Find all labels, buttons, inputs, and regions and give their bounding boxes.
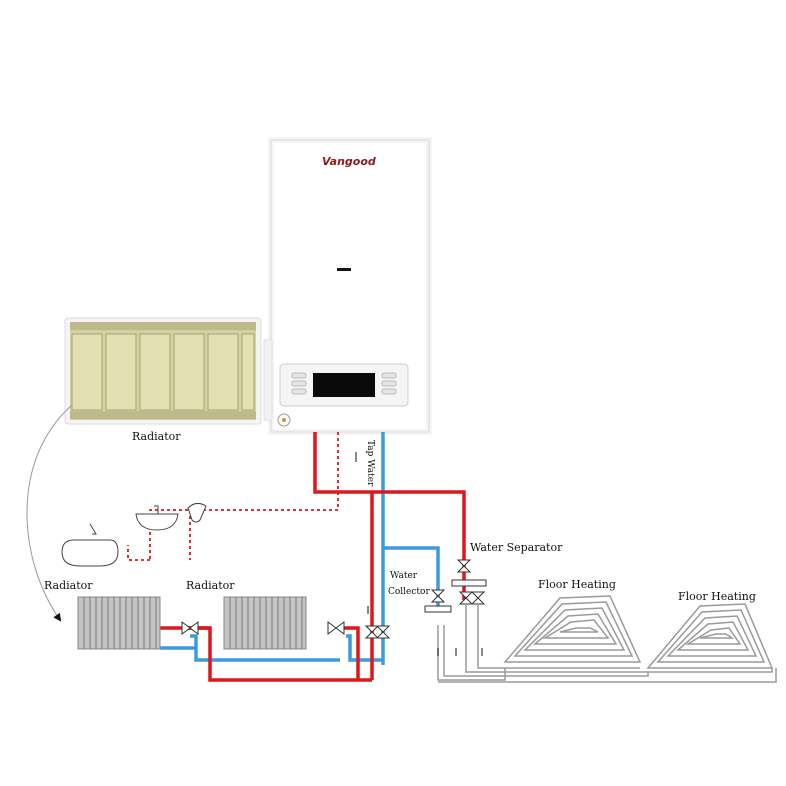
radiator-photo <box>64 317 262 425</box>
water-collector-label-line1: Water <box>390 571 418 581</box>
water-separator-manifold <box>451 579 487 587</box>
flow-arrows <box>355 452 483 656</box>
tap-water-lines <box>127 432 339 561</box>
control-button[interactable] <box>381 388 397 395</box>
boiler-display-screen <box>313 373 375 397</box>
radiator-photo-caption: Radiator <box>132 430 181 443</box>
floor-heating-label-2: Floor Heating <box>678 590 756 603</box>
radiator-left-label: Radiator <box>44 579 93 592</box>
water-collector-label-line2: Collector <box>388 587 430 597</box>
floor-heating-pipes <box>437 605 777 683</box>
boiler-brand-logo: Vangood <box>322 155 376 168</box>
boiler-indicator-slot <box>337 268 351 271</box>
pointer-arrow <box>26 404 73 622</box>
tap-water-label: Tap Water <box>365 440 375 487</box>
bathtub-icon <box>61 523 119 567</box>
boiler-control-panel <box>279 363 409 407</box>
boiler-unit: Vangood <box>263 137 432 435</box>
wash-basin-icon <box>135 505 179 531</box>
radiator-left <box>77 596 161 650</box>
control-button[interactable] <box>381 380 397 387</box>
radiator-right-label: Radiator <box>186 579 235 592</box>
radiator-right <box>223 596 307 650</box>
control-button[interactable] <box>291 388 307 395</box>
water-collector-manifold <box>424 605 452 613</box>
water-separator-label: Water Separator <box>470 541 563 554</box>
floor-heating-loop-2 <box>646 603 774 669</box>
control-button[interactable] <box>291 372 307 379</box>
shower-head-icon <box>187 502 207 523</box>
floor-heating-loop-1 <box>503 595 642 663</box>
control-button[interactable] <box>381 372 397 379</box>
floor-heating-label-1: Floor Heating <box>538 578 616 591</box>
control-button[interactable] <box>291 380 307 387</box>
valve-icon <box>181 559 486 639</box>
